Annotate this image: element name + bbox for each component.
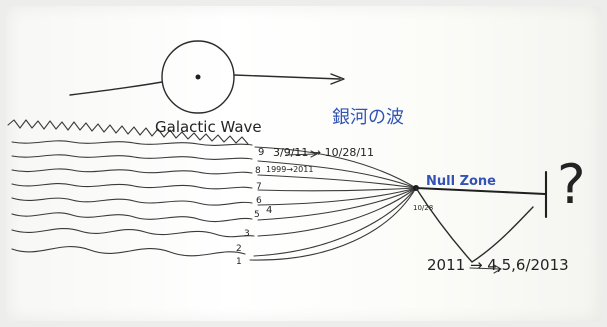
converge-line-8 — [257, 160, 417, 189]
galactic-wave-label: Galactic Wave — [155, 118, 262, 136]
converge-line-9 — [254, 146, 417, 189]
question-mark: ? — [557, 153, 586, 216]
converge-line-2 — [253, 187, 417, 257]
wave-number-9: 9 — [258, 147, 264, 158]
wave-number-7: 7 — [256, 182, 262, 192]
small-note: 1999→2011 — [266, 165, 313, 174]
wave-number-4: 4 — [266, 205, 272, 216]
timeline-bottom-label: 2011 → 4,5,6/2013 — [427, 256, 569, 274]
wave-line-7 — [11, 168, 253, 175]
wave-line-6 — [11, 182, 253, 190]
converge-line-3 — [257, 187, 417, 237]
null-zone-label: Null Zone — [426, 174, 496, 189]
japanese-title-label: 銀河の波 — [332, 107, 404, 128]
wave-number-2: 2 — [236, 244, 242, 254]
wave-line-3 — [11, 228, 255, 238]
circle-right-line — [233, 74, 341, 80]
wave-line-4 — [11, 212, 253, 223]
null-zone-line — [414, 186, 547, 196]
converge-line-5 — [257, 187, 417, 206]
date-range-label: 3/9/11 → 10/28/11 — [273, 146, 374, 159]
wave-number-8: 8 — [255, 166, 261, 176]
whiteboard — [6, 6, 601, 321]
converging-lines — [249, 146, 417, 261]
wave-number-3: 3 — [244, 229, 250, 239]
zigzag-wave — [7, 119, 249, 145]
bottom-arrow-head-icon — [493, 264, 502, 274]
wave-line-9 — [11, 140, 253, 146]
converge-line-4 — [257, 187, 417, 221]
bottom-arrow-line — [469, 267, 501, 270]
wave-number-5: 5 — [254, 210, 260, 220]
converge-line-1 — [249, 187, 417, 261]
circle-left-line — [69, 81, 163, 96]
v-shaped-timeline — [415, 187, 534, 263]
circle-diagram — [69, 40, 345, 114]
wave-lines — [11, 140, 255, 257]
wave-line-8 — [11, 154, 253, 160]
wave-line-5 — [11, 197, 253, 206]
arrowhead-right-icon — [330, 73, 345, 85]
date-arrow-line — [285, 153, 317, 156]
wave-number-6: 6 — [256, 196, 262, 206]
converge-line-6 — [257, 187, 417, 192]
circle-outline — [161, 40, 235, 114]
wave-line-2 — [11, 246, 246, 257]
circle-center-dot — [195, 74, 201, 80]
converge-line-7 — [257, 174, 417, 189]
small-mark: 10/28 — [413, 204, 433, 212]
wave-number-1: 1 — [236, 257, 242, 267]
date-arrow-head-icon — [310, 150, 318, 158]
